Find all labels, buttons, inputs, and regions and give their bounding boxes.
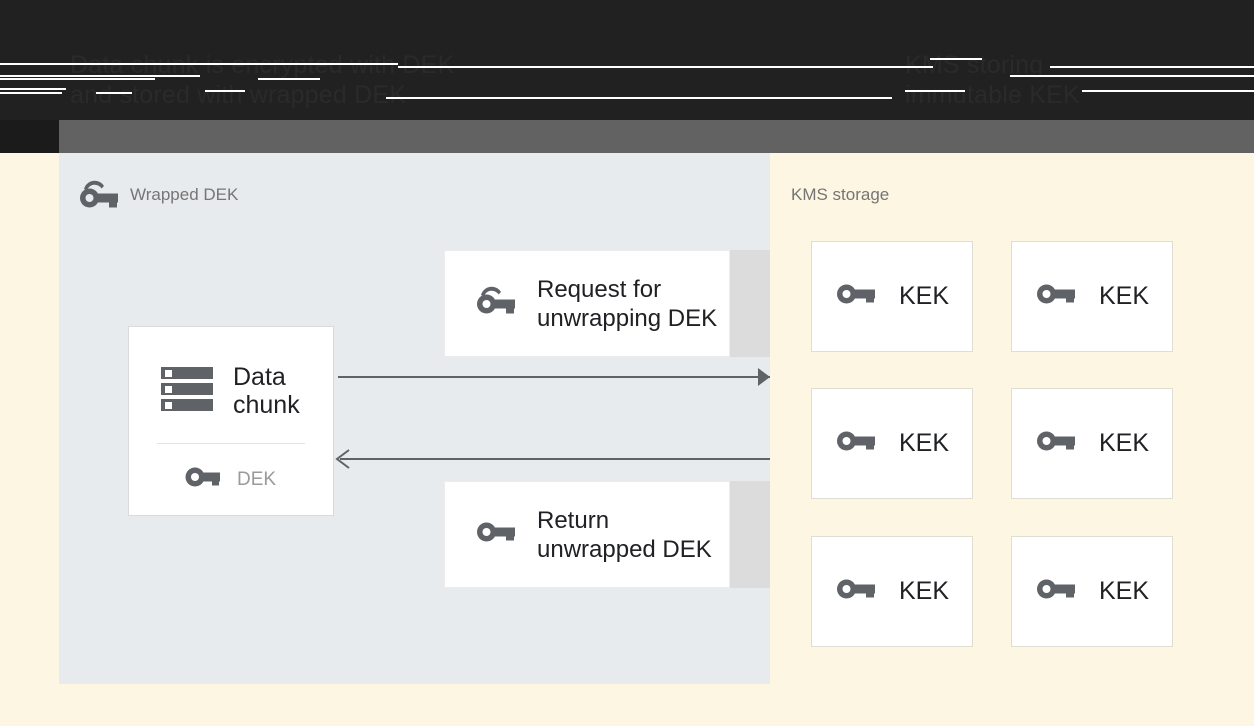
key-icon: [1035, 576, 1077, 607]
data-chunk-card[interactable]: Data chunk DEK: [128, 326, 334, 516]
kek-card[interactable]: KEK: [1011, 536, 1173, 647]
glitch-streak: [386, 97, 892, 99]
data-chunk-title: Data chunk: [233, 363, 300, 419]
key-icon: [475, 517, 517, 552]
glitch-streak: [0, 78, 155, 80]
wrapped-key-icon: [78, 180, 120, 210]
key-icon: [185, 466, 221, 493]
kek-card[interactable]: KEK: [1011, 388, 1173, 499]
return-card-edge: [730, 481, 770, 588]
glitch-streak: [1010, 75, 1254, 77]
data-chunk-divider: [157, 443, 305, 444]
wrapped-dek-label: Wrapped DEK: [130, 185, 239, 204]
glitch-streak: [1082, 90, 1254, 92]
kek-label: KEK: [898, 429, 950, 457]
request-arrow-line: [338, 376, 770, 378]
glitch-streak: [96, 92, 132, 94]
kek-label: KEK: [1098, 282, 1150, 310]
kms-storage-label: KMS storage: [791, 185, 890, 204]
key-icon: [1035, 281, 1077, 312]
data-chunk-header: Data chunk: [129, 327, 333, 419]
glitch-streak: [398, 66, 933, 68]
data-chunk-dek-label: DEK: [237, 468, 277, 490]
glitch-streak: [205, 90, 245, 92]
glitch-streak: [258, 78, 320, 80]
kek-label: KEK: [898, 282, 950, 310]
header-caption-left: Data chunk is encrypted with DEK and sto…: [70, 51, 455, 109]
request-arrow-head: [756, 367, 774, 392]
kek-label: KEK: [1098, 577, 1150, 605]
return-arrow-head: [334, 449, 352, 474]
return-arrow-line: [340, 458, 770, 460]
glitch-streak: [0, 75, 200, 77]
header-black-band-left: [0, 120, 59, 153]
header-gray-band: [0, 120, 1254, 153]
key-icon: [835, 428, 877, 459]
key-icon: [835, 576, 877, 607]
kek-label: KEK: [898, 577, 950, 605]
glitch-streak: [0, 63, 398, 65]
glitch-streak: [0, 88, 66, 90]
header-caption-right: KMS storing immutable KEK: [905, 51, 1080, 109]
kek-card[interactable]: KEK: [811, 241, 973, 352]
header-black-band: [0, 0, 1254, 120]
kek-card[interactable]: KEK: [811, 536, 973, 647]
wrapped-key-icon: [475, 286, 517, 321]
data-chunk-icon: [159, 365, 215, 418]
request-card-edge: [730, 250, 770, 357]
glitch-streak: [0, 92, 62, 94]
request-unwrap-label: Request for unwrapping DEK: [537, 275, 718, 332]
key-icon: [1035, 428, 1077, 459]
kek-card[interactable]: KEK: [1011, 241, 1173, 352]
key-icon: [835, 281, 877, 312]
return-unwrap-card[interactable]: Return unwrapped DEK: [444, 481, 730, 588]
glitch-streak: [905, 90, 965, 92]
return-unwrap-label: Return unwrapped DEK: [537, 506, 712, 563]
data-chunk-dek-row: DEK: [129, 444, 333, 493]
kek-card[interactable]: KEK: [811, 388, 973, 499]
glitch-streak: [1050, 66, 1254, 68]
kek-label: KEK: [1098, 429, 1150, 457]
glitch-streak: [930, 58, 982, 60]
request-unwrap-card[interactable]: Request for unwrapping DEK: [444, 250, 730, 357]
